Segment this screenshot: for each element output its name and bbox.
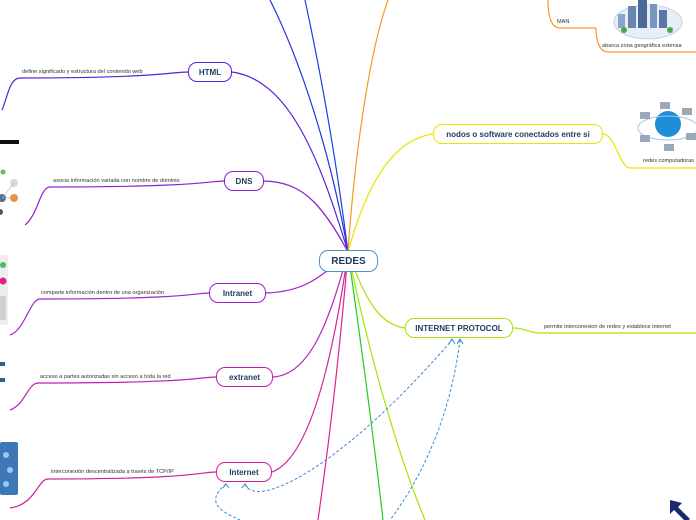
node-nodos[interactable]: nodos o software conectados entre si	[433, 124, 603, 144]
extranet-image-fragment	[0, 362, 5, 382]
connector-dns	[263, 180, 349, 253]
root-node-redes[interactable]: REDES	[319, 250, 378, 272]
man-city-image	[613, 0, 683, 40]
dns-desc-line	[24, 180, 225, 226]
man-desc-line	[595, 27, 696, 53]
html-description[interactable]: define significado y estructura del cont…	[22, 69, 143, 75]
intranet-description[interactable]: comparte información dentro de una organ…	[41, 290, 165, 296]
connector-magenta-bottom	[317, 251, 349, 520]
dns-description[interactable]: asocia información variada con nombre de…	[53, 178, 180, 184]
dashed-link-3	[389, 339, 461, 520]
extranet-description[interactable]: acceso a partes autorizadas sin acceso a…	[40, 374, 171, 380]
arrow-head-1	[448, 338, 456, 345]
node-nodos-label: nodos o software conectados entre si	[446, 129, 590, 139]
root-label: REDES	[331, 255, 366, 267]
man-description[interactable]: abarca zona geográfica extensa	[602, 43, 682, 49]
node-extranet[interactable]: extranet	[216, 367, 273, 387]
node-html[interactable]: HTML	[188, 62, 232, 82]
ip-desc-line	[512, 327, 696, 334]
man-line	[547, 0, 596, 29]
connector-internet	[271, 251, 349, 473]
network-image	[637, 102, 696, 151]
arrow-head-3	[241, 483, 249, 489]
arrow-head-2	[456, 338, 464, 345]
internet-description[interactable]: interconexión descentralizada a través d…	[51, 469, 174, 475]
connector-green-bottom	[347, 251, 384, 520]
html-image-fragment	[0, 140, 19, 144]
node-ip-label: INTERNET PROTOCOL	[415, 323, 503, 333]
internet-image-fragment	[0, 442, 18, 495]
connector-blue-top-1	[269, 0, 349, 253]
nodos-description[interactable]: redes computadoras	[643, 158, 694, 164]
arrow-head-4	[222, 483, 230, 489]
html-desc-line	[1, 71, 189, 111]
dns-image-fragment	[0, 169, 18, 215]
ip-description[interactable]: permite interconexion de redes y estable…	[544, 324, 671, 330]
node-internet-protocol[interactable]: INTERNET PROTOCOL	[405, 318, 513, 338]
connector-html	[231, 71, 349, 253]
intranet-desc-line	[9, 292, 210, 336]
node-extranet-label: extranet	[228, 372, 261, 382]
internet-desc-line	[9, 471, 217, 509]
connector-nodos	[347, 133, 434, 253]
node-html-label: HTML	[198, 67, 222, 77]
node-intranet[interactable]: Intranet	[209, 283, 266, 303]
cursor-arrow-icon	[670, 500, 690, 520]
connector-orange-top	[347, 0, 389, 253]
dashed-link-1	[244, 339, 453, 492]
connector-blue-top-2	[304, 0, 349, 253]
extranet-desc-line	[9, 376, 217, 411]
dashed-link-2	[215, 483, 241, 520]
nodos-desc-line	[602, 133, 696, 169]
node-internet-label: Internet	[229, 467, 259, 477]
node-dns-label: DNS	[235, 176, 253, 186]
node-dns[interactable]: DNS	[224, 171, 264, 191]
intranet-image-fragment	[0, 255, 8, 325]
node-internet[interactable]: Internet	[216, 462, 272, 482]
connector-lime-bottom	[347, 251, 426, 520]
man-label[interactable]: MAN	[557, 19, 570, 25]
left-images	[0, 140, 19, 495]
connector-extranet	[272, 251, 349, 378]
node-intranet-label: Intranet	[222, 288, 253, 298]
